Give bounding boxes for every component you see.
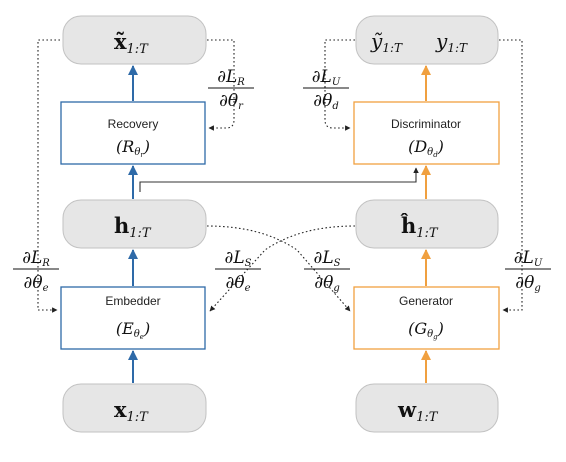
gradient-lr-theta-e: ∂LR ∂θe: [13, 248, 59, 294]
grad-path-ls-to-generator: [206, 225, 351, 312]
svg-text:ỹ1:T: ỹ1:T: [370, 29, 403, 55]
svg-text:∂θg: ∂θg: [515, 273, 540, 294]
module-discriminator: Discriminator (Dθd): [353, 101, 500, 165]
svg-text:x̃1:T: x̃1:T: [114, 29, 149, 57]
svg-text:Discriminator: Discriminator: [391, 117, 461, 131]
grad-path-ls-to-embedder: [209, 225, 356, 312]
svg-text:Embedder: Embedder: [105, 294, 160, 308]
svg-text:∂LR: ∂LR: [22, 248, 50, 269]
svg-text:∂LU: ∂LU: [312, 67, 341, 88]
svg-text:∂θe: ∂θe: [226, 273, 251, 294]
node-w: w1:T: [355, 383, 499, 433]
svg-text:(Dθd): (Dθd): [408, 137, 444, 159]
module-recovery: Recovery (Rθr): [60, 101, 206, 165]
svg-text:∂LR: ∂LR: [217, 67, 245, 88]
svg-text:(Gθg): (Gθg): [408, 319, 444, 341]
node-h-hat: ĥ1:T: [355, 199, 499, 249]
svg-text:∂LS: ∂LS: [314, 248, 341, 269]
node-x-tilde: x̃1:T: [62, 15, 207, 65]
svg-text:∂θr: ∂θr: [219, 91, 244, 112]
svg-text:∂θg: ∂θg: [314, 273, 339, 294]
grad-path-lr-to-recovery: [207, 39, 235, 131]
module-embedder: Embedder (Eθe): [60, 286, 206, 350]
svg-text:(Rθr): (Rθr): [116, 137, 150, 159]
node-h: h1:T: [62, 199, 207, 249]
svg-text:y1:T: y1:T: [435, 29, 468, 55]
node-x: x1:T: [62, 383, 207, 433]
svg-text:Generator: Generator: [399, 294, 453, 308]
svg-text:∂LS: ∂LS: [225, 248, 252, 269]
svg-text:Recovery: Recovery: [108, 117, 159, 131]
connector-h-to-discriminator: [139, 167, 419, 192]
gradient-ls-theta-g: ∂LS ∂θg: [304, 248, 350, 294]
svg-text:x1:T: x1:T: [114, 397, 149, 425]
module-generator: Generator (Gθg): [353, 286, 500, 350]
svg-text:∂LU: ∂LU: [514, 248, 543, 269]
svg-text:h1:T: h1:T: [114, 213, 152, 241]
gradient-lr-theta-r: ∂LR ∂θr: [208, 67, 254, 112]
grad-path-lr-to-embedder: [37, 39, 60, 313]
node-y-outputs: ỹ1:T y1:T: [355, 15, 499, 65]
gradient-lu-theta-d: ∂LU ∂θd: [303, 67, 349, 112]
svg-text:∂θd: ∂θd: [313, 91, 338, 112]
svg-text:ĥ1:T: ĥ1:T: [400, 213, 439, 241]
svg-text:(Eθe): (Eθe): [116, 319, 150, 341]
gradient-lu-theta-g: ∂LU ∂θg: [505, 248, 551, 294]
svg-text:w1:T: w1:T: [397, 397, 439, 425]
svg-text:∂θe: ∂θe: [24, 273, 49, 294]
gradient-ls-theta-e: ∂LS ∂θe: [215, 248, 261, 294]
